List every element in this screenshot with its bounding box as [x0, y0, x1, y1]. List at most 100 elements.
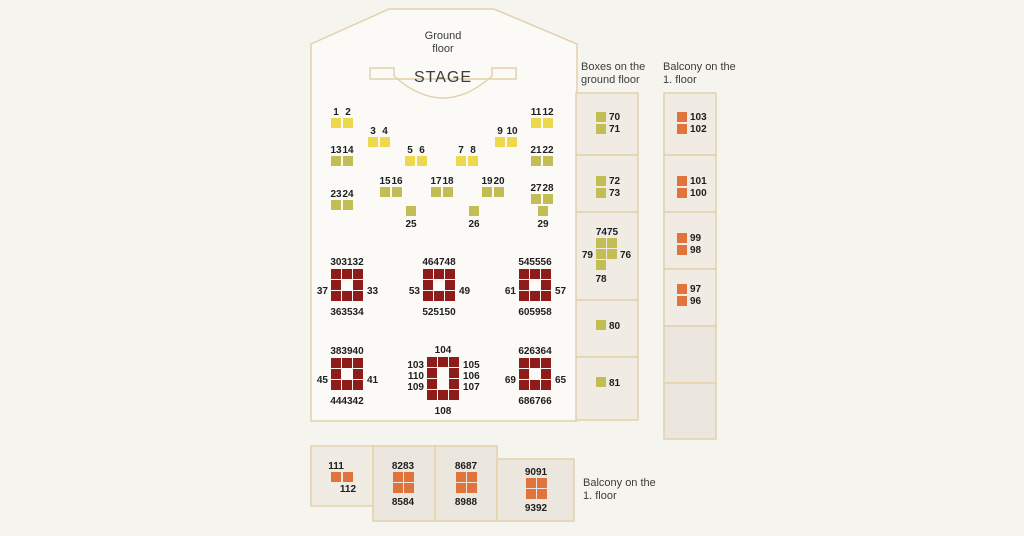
- seat-cluster[interactable]: [342, 291, 352, 301]
- seat-15[interactable]: [380, 187, 390, 197]
- seat-26[interactable]: [469, 206, 479, 216]
- seat-5[interactable]: [405, 156, 415, 166]
- seat-q[interactable]: [467, 483, 477, 493]
- seat-cluster[interactable]: [342, 269, 352, 279]
- seat-4[interactable]: [380, 137, 390, 147]
- seat-2[interactable]: [343, 118, 353, 128]
- seat-cluster[interactable]: [519, 369, 529, 379]
- seat-3[interactable]: [368, 137, 378, 147]
- seat-cluster[interactable]: [331, 380, 341, 390]
- seat-102[interactable]: [677, 124, 687, 134]
- seat-cluster[interactable]: [423, 269, 433, 279]
- seat-cluster[interactable]: [449, 379, 459, 389]
- seat-71[interactable]: [596, 124, 606, 134]
- seat-cluster[interactable]: [541, 291, 551, 301]
- seat-cluster[interactable]: [331, 369, 341, 379]
- seat-q[interactable]: [393, 483, 403, 493]
- seat-cluster[interactable]: [342, 358, 352, 368]
- seat-22[interactable]: [543, 156, 553, 166]
- seat-18[interactable]: [443, 187, 453, 197]
- seat-cluster[interactable]: [530, 291, 540, 301]
- seat-cluster[interactable]: [434, 291, 444, 301]
- seat-cluster[interactable]: [423, 291, 433, 301]
- seat-cluster[interactable]: [541, 380, 551, 390]
- seat-25[interactable]: [406, 206, 416, 216]
- seat-cluster[interactable]: [423, 280, 433, 290]
- seat-24[interactable]: [343, 200, 353, 210]
- seat-cluster[interactable]: [519, 269, 529, 279]
- seat-cluster[interactable]: [541, 269, 551, 279]
- seat-8[interactable]: [468, 156, 478, 166]
- seat-29[interactable]: [538, 206, 548, 216]
- seat-112[interactable]: [343, 472, 353, 482]
- seat-cluster[interactable]: [353, 369, 363, 379]
- seat-cluster[interactable]: [541, 358, 551, 368]
- seat-q[interactable]: [393, 472, 403, 482]
- seat-19[interactable]: [482, 187, 492, 197]
- seat-cluster[interactable]: [445, 269, 455, 279]
- seat-103[interactable]: [677, 112, 687, 122]
- seat-9[interactable]: [495, 137, 505, 147]
- seat-72[interactable]: [596, 176, 606, 186]
- seat-cluster[interactable]: [449, 390, 459, 400]
- seat-21[interactable]: [531, 156, 541, 166]
- seat-q[interactable]: [537, 489, 547, 499]
- seat-81[interactable]: [596, 377, 606, 387]
- seat-cluster[interactable]: [331, 291, 341, 301]
- seat-q[interactable]: [537, 478, 547, 488]
- seat-cluster[interactable]: [331, 269, 341, 279]
- seat-cluster[interactable]: [438, 357, 448, 367]
- seat-cluster[interactable]: [519, 358, 529, 368]
- seat-14[interactable]: [343, 156, 353, 166]
- seat-q[interactable]: [404, 483, 414, 493]
- seat-cluster[interactable]: [438, 390, 448, 400]
- seat-20[interactable]: [494, 187, 504, 197]
- seat-q[interactable]: [526, 478, 536, 488]
- seat-111[interactable]: [331, 472, 341, 482]
- seat-cluster[interactable]: [449, 357, 459, 367]
- seat-76[interactable]: [607, 249, 617, 259]
- seat-27[interactable]: [531, 194, 541, 204]
- seat-13[interactable]: [331, 156, 341, 166]
- seat-11[interactable]: [531, 118, 541, 128]
- seat-cluster[interactable]: [445, 280, 455, 290]
- seat-17[interactable]: [431, 187, 441, 197]
- seat-98[interactable]: [677, 245, 687, 255]
- seat-23[interactable]: [331, 200, 341, 210]
- seat-cluster[interactable]: [530, 380, 540, 390]
- seat-10[interactable]: [507, 137, 517, 147]
- seat-16[interactable]: [392, 187, 402, 197]
- seat-cluster[interactable]: [342, 380, 352, 390]
- seat-cluster[interactable]: [519, 291, 529, 301]
- seat-1[interactable]: [331, 118, 341, 128]
- seat-6[interactable]: [417, 156, 427, 166]
- seat-80[interactable]: [596, 320, 606, 330]
- seat-cluster[interactable]: [530, 269, 540, 279]
- seat-cluster[interactable]: [353, 269, 363, 279]
- seat-cluster[interactable]: [353, 380, 363, 390]
- seat-75[interactable]: [607, 238, 617, 248]
- seat-cluster[interactable]: [530, 358, 540, 368]
- seat-70[interactable]: [596, 112, 606, 122]
- seat-cluster[interactable]: [353, 358, 363, 368]
- seat-100[interactable]: [677, 188, 687, 198]
- seat-cluster[interactable]: [519, 380, 529, 390]
- seat-73[interactable]: [596, 188, 606, 198]
- seat-cluster[interactable]: [434, 269, 444, 279]
- seat-q[interactable]: [526, 489, 536, 499]
- seat-q[interactable]: [456, 472, 466, 482]
- seat-cluster[interactable]: [353, 280, 363, 290]
- seat-q[interactable]: [467, 472, 477, 482]
- seat-q[interactable]: [404, 472, 414, 482]
- seat-cluster[interactable]: [449, 368, 459, 378]
- seat-7[interactable]: [456, 156, 466, 166]
- seat-q[interactable]: [456, 483, 466, 493]
- seat-12[interactable]: [543, 118, 553, 128]
- seat-cluster[interactable]: [427, 368, 437, 378]
- seat-96[interactable]: [677, 296, 687, 306]
- seat-cluster[interactable]: [427, 390, 437, 400]
- seat-cluster[interactable]: [353, 291, 363, 301]
- seat-cluster[interactable]: [331, 358, 341, 368]
- seat-97[interactable]: [677, 284, 687, 294]
- seat-cluster[interactable]: [427, 379, 437, 389]
